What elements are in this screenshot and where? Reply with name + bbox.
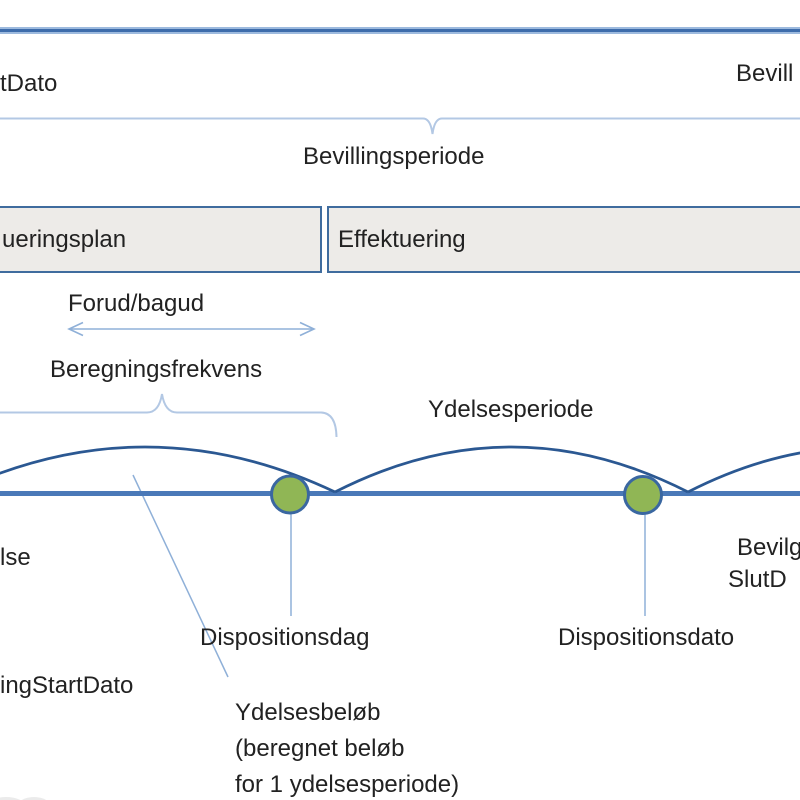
effektueringsplan-bar-segment: ueringsplan — [0, 206, 322, 273]
ydelsesbeloeb-line-3: for 1 ydelsesperiode) — [235, 771, 460, 798]
disposition-dot-1 — [270, 474, 310, 515]
timeline-left-label: lse — [0, 544, 31, 571]
period-arc-2 — [334, 445, 689, 494]
forud-bagud-arrow-right-head — [299, 321, 316, 337]
disposition-dot-2 — [623, 475, 663, 515]
ydelsesbeloeb-label: Ydelsesbeløb (beregnet beløb for 1 ydels… — [235, 695, 459, 800]
timeline-right-label-line1: Bevilg — [737, 534, 800, 561]
ydelsesbeloeb-line-1: Ydelsesbeløb — [235, 699, 381, 726]
beregningsfrekvens-label: Beregningsfrekvens — [50, 356, 263, 383]
bevillingsperiode-brace — [0, 117, 800, 135]
period-arc-3 — [687, 451, 800, 494]
effektueringsplan-bar-label: ueringsplan — [2, 225, 127, 253]
ydelsesbeloeb-line-2: (beregnet beløb — [235, 735, 405, 762]
top-end-date-label: Bevill — [736, 60, 794, 87]
dispositionsdato-label: Dispositionsdato — [558, 624, 735, 651]
beregningsfrekvens-brace — [0, 393, 338, 438]
corner-blob-1 — [0, 797, 21, 800]
corner-blob-2 — [21, 797, 47, 800]
ydelsesbeloeb-pointer-line — [132, 474, 229, 678]
forud-bagud-label: Forud/bagud — [68, 290, 205, 317]
forud-bagud-arrow-left-head — [67, 321, 84, 337]
bottom-left-date-label: ingStartDato — [0, 672, 134, 699]
effektuering-bar-label: Effektuering — [338, 225, 466, 253]
bevillingsperiode-label: Bevillingsperiode — [303, 143, 485, 170]
effektuering-bar-segment: Effektuering — [327, 206, 800, 273]
dispositionsdag-label: Dispositionsdag — [200, 624, 370, 651]
ydelsesperiode-label: Ydelsesperiode — [428, 396, 594, 423]
period-arc-1 — [0, 445, 336, 494]
top-start-date-label: tDato — [0, 70, 58, 97]
timeline-right-label-line2: SlutD — [728, 566, 787, 593]
